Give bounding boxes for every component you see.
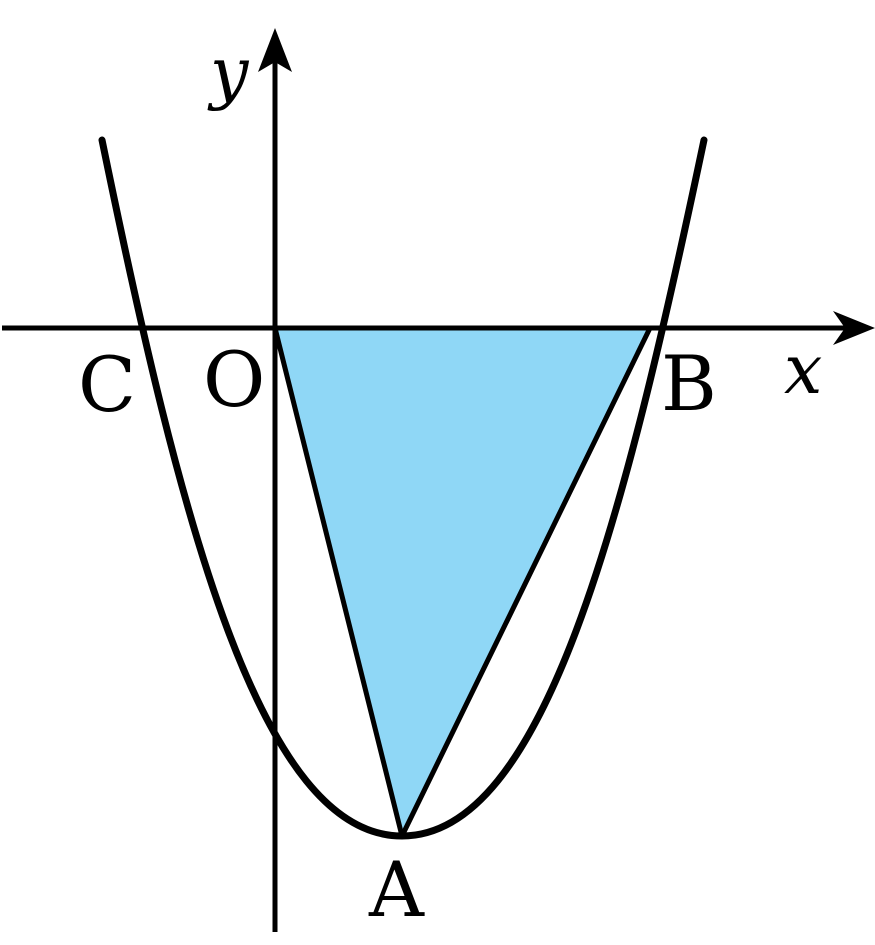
y-axis-arrowhead-icon [258,28,292,72]
parabola-curve [98,136,708,840]
segment-oa [272,325,405,839]
point-label-b: B [661,339,717,428]
segment-ab [399,325,653,839]
point-label-origin: O [203,335,265,424]
shaded-triangle-oab [275,328,650,836]
point-label-a: A [368,845,425,934]
y-axis-label: y [207,34,250,113]
x-axis-arrowhead-icon [833,311,875,345]
x-axis-label: x [784,331,822,410]
point-label-c: C [78,340,136,429]
